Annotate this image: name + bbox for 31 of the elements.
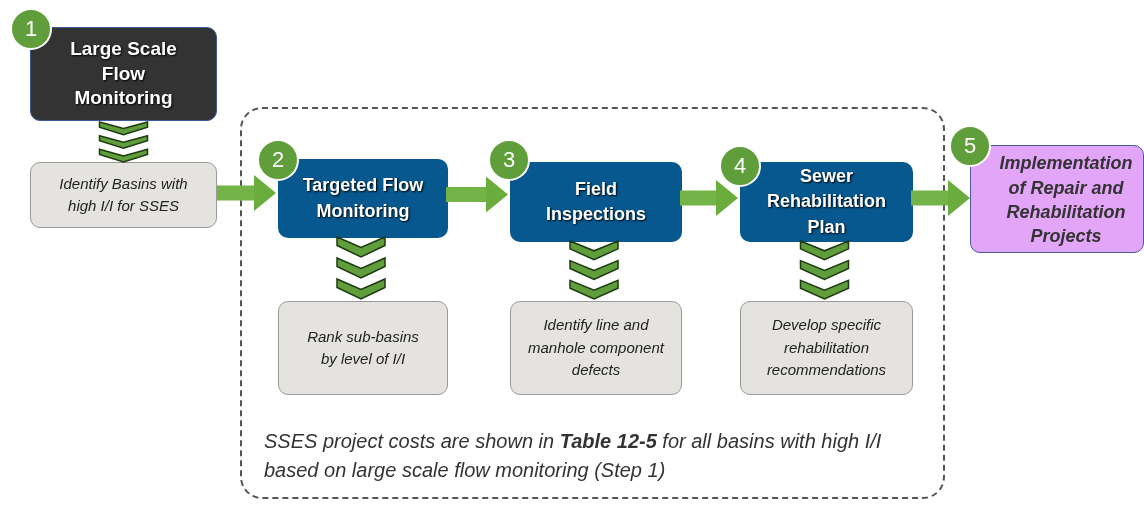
caption-text: SSES project costs are shown in Table 12-5 for all basins with high I/I based on large scale flow monitoring (Step 1) — [264, 429, 883, 483]
block-arrow — [911, 180, 970, 216]
note-box — [278, 301, 448, 395]
note-box — [740, 301, 913, 395]
block-arrow — [680, 180, 738, 216]
chevron-arrow — [569, 239, 619, 300]
step-description: Identify Basins with high I/I for SSES — [58, 173, 189, 216]
note-box — [510, 301, 682, 395]
step-number-badge — [488, 139, 530, 181]
note-box — [30, 162, 217, 228]
step-number: 4 — [733, 153, 747, 179]
block-arrow — [217, 175, 276, 211]
step-number: 1 — [24, 16, 38, 42]
step-number-badge — [719, 145, 761, 187]
chevron-arrow — [799, 239, 850, 300]
step-description: Rank sub-basins by level of I/I — [307, 326, 419, 369]
step-title: Implementation of Repair and Rehabilitation Projects — [998, 152, 1134, 249]
step-title: Large Scale Flow Monitoring — [69, 36, 178, 111]
step-number: 5 — [963, 133, 977, 159]
step-number-badge — [257, 139, 299, 181]
step-title: Field Inspections — [546, 177, 646, 226]
step-title: Targeted Flow Monitoring — [301, 174, 425, 223]
step-number: 2 — [271, 147, 285, 173]
step-description: Identify line and manhole component defects — [527, 315, 666, 381]
block-arrow — [446, 176, 508, 213]
chevron-arrow — [98, 121, 149, 163]
dashed-group-box — [240, 107, 945, 499]
step-title: Sewer Rehabilitation Plan — [766, 165, 887, 239]
chevron-arrow — [336, 235, 386, 300]
step-number: 3 — [502, 147, 516, 173]
step-description: Develop specific rehabilitation recommendations — [765, 315, 888, 381]
